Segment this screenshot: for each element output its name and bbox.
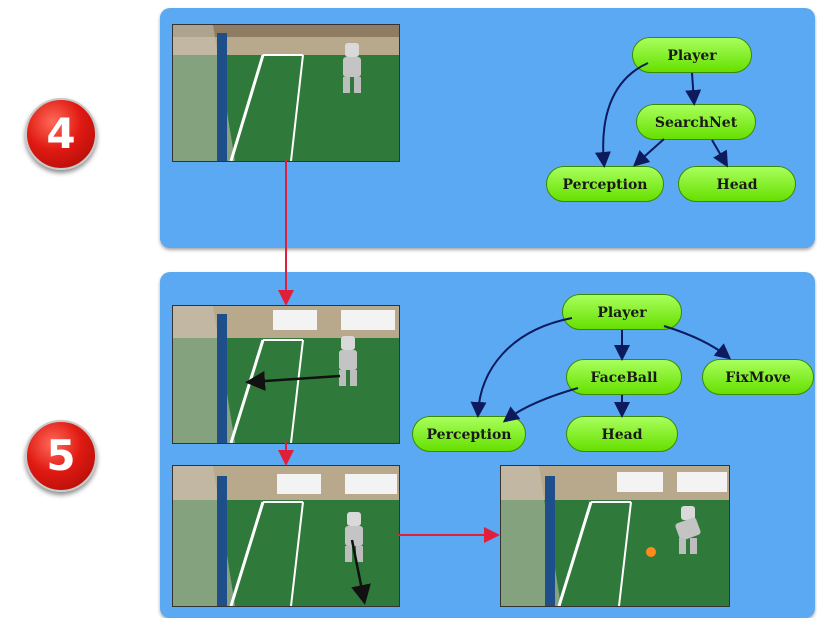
goal-post-icon <box>545 476 555 606</box>
soccer-field-scene <box>173 25 399 161</box>
node-perception-step5: Perception <box>412 416 526 452</box>
node-player-step4: Player <box>632 37 752 73</box>
video-frame-step5-c <box>500 465 730 607</box>
soccer-field-scene <box>173 466 399 606</box>
node-head-step5: Head <box>566 416 678 452</box>
robot-icon <box>339 336 357 386</box>
node-faceball-step5: FaceBall <box>566 359 682 395</box>
video-frame-step5-a <box>172 305 400 444</box>
goal-post-icon <box>217 314 227 443</box>
node-player-step5: Player <box>562 294 682 330</box>
robot-icon <box>343 43 361 93</box>
node-perception-step4: Perception <box>546 166 664 202</box>
node-searchnet-step4: SearchNet <box>636 104 756 140</box>
goal-post-icon <box>217 476 227 606</box>
video-frame-step5-b <box>172 465 400 607</box>
robot-icon <box>675 506 701 554</box>
step-5-badge: 5 <box>25 420 97 492</box>
ball-icon <box>646 547 656 557</box>
soccer-field-scene <box>501 466 729 606</box>
node-fixmove-step5: FixMove <box>702 359 814 395</box>
video-frame-step4 <box>172 24 400 162</box>
goal-post-icon <box>217 33 227 161</box>
soccer-field-scene <box>173 306 399 443</box>
node-head-step4: Head <box>678 166 796 202</box>
step-4-badge: 4 <box>25 98 97 170</box>
